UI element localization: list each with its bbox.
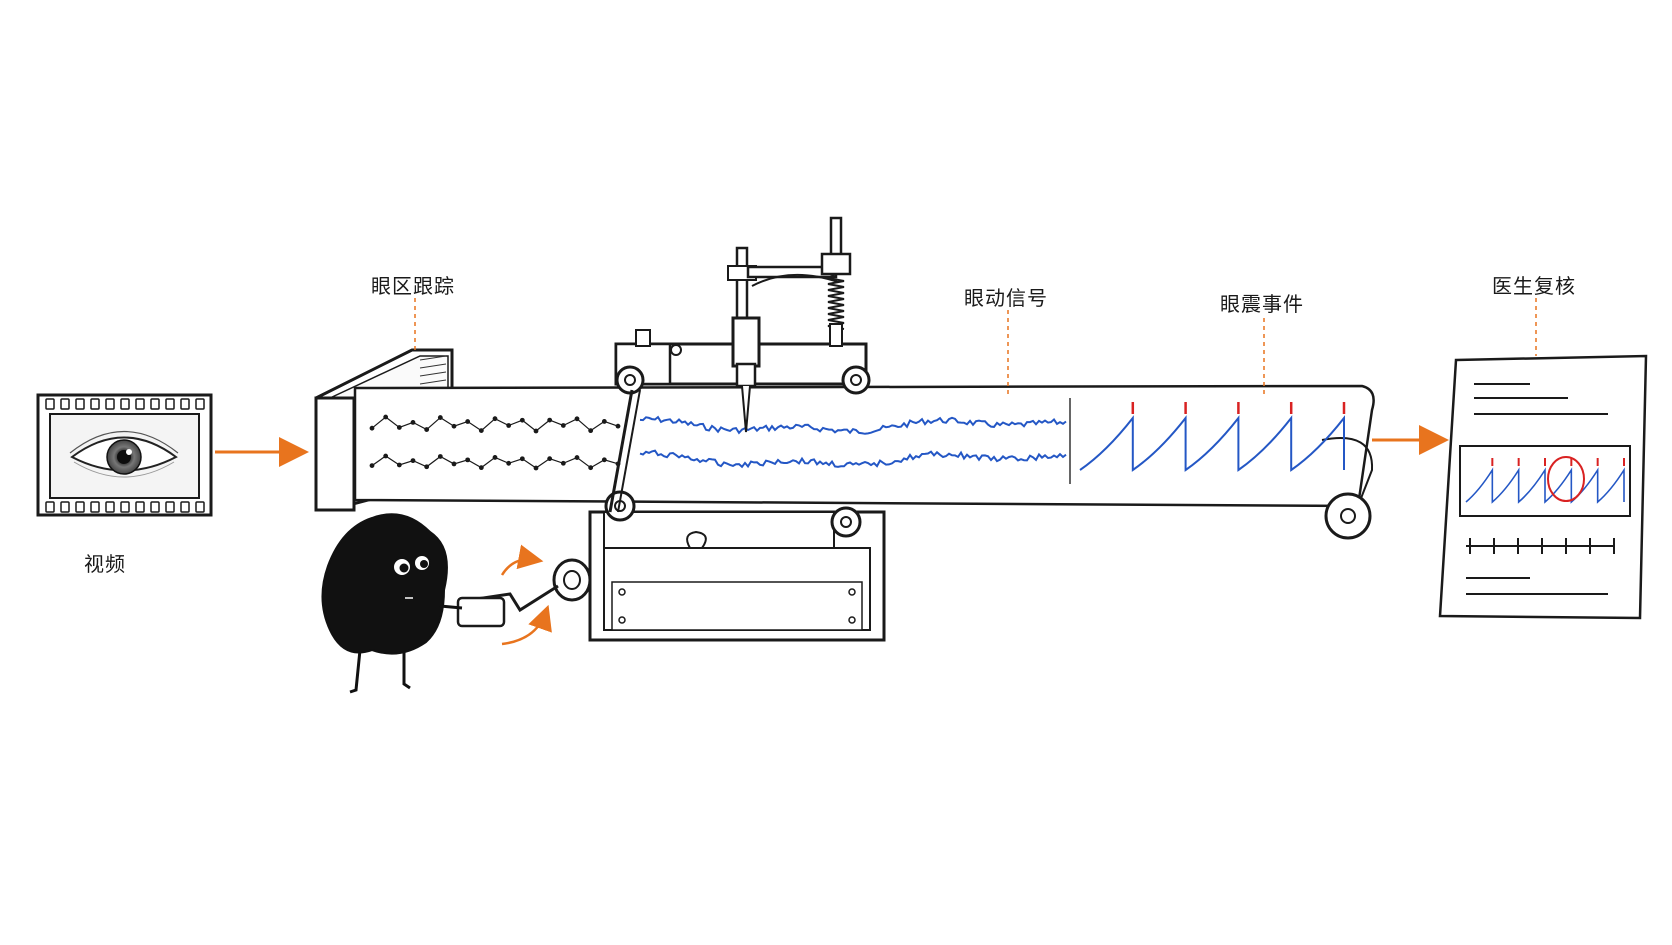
label-video: 视频 bbox=[84, 548, 126, 577]
leader-lines bbox=[415, 298, 1536, 396]
label-nystagmus-events: 眼震事件 bbox=[1220, 288, 1304, 317]
label-eye-signal: 眼动信号 bbox=[964, 282, 1048, 311]
rotation-arrows bbox=[502, 559, 546, 644]
label-eye-tracking: 眼区跟踪 bbox=[371, 270, 455, 299]
film-strip-eye-icon bbox=[38, 395, 211, 515]
report-document-icon bbox=[1440, 356, 1646, 618]
label-doctor-review: 医生复核 bbox=[1492, 270, 1576, 299]
crank-character-icon bbox=[322, 514, 462, 692]
